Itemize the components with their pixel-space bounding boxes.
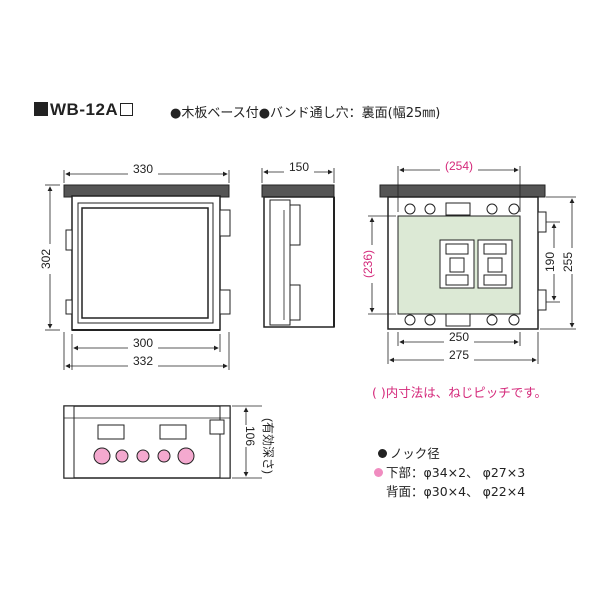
empty-square-icon — [120, 103, 134, 116]
front-width-label: 330 — [133, 162, 153, 176]
knock-bottom-values: φ34×2、 φ27×3 — [423, 465, 526, 480]
base-bottom-outer-label: 275 — [449, 348, 469, 362]
front-outer-width-label: 332 — [133, 354, 153, 368]
base-view — [379, 184, 547, 330]
knock-bottom-label: 下部： — [386, 465, 424, 480]
front-dimensions: 330 302 300 332 — [39, 162, 230, 370]
base-right-inner-label: 190 — [543, 252, 557, 272]
bottom-view — [63, 405, 231, 479]
knock-back-values: φ30×4、 φ22×4 — [423, 484, 526, 499]
base-right-outer-label: 255 — [561, 252, 575, 272]
front-height-label: 302 — [39, 249, 53, 269]
knock-back-row: 背面：φ30×4、 φ22×4 — [386, 481, 525, 500]
knockout-holes — [93, 447, 195, 465]
bottom-dimensions: 106 (有効深さ) — [232, 405, 276, 479]
model-number: WB-12A — [50, 100, 119, 119]
front-inner-width-label: 300 — [133, 336, 153, 350]
base-dimensions: (254) (236) 190 255 250 275 — [361, 159, 580, 364]
feature-list: ●木板ベース付●バンド通し穴：裏面(幅25㎜) — [170, 106, 441, 121]
knock-heading: ノック径 — [378, 443, 440, 462]
side-depth-label: 150 — [289, 160, 309, 174]
side-view — [261, 184, 335, 328]
bottom-depth-note: (有効深さ) — [261, 418, 276, 474]
knock-bottom-row: 下部：φ34×2、 φ27×3 — [374, 462, 525, 481]
bottom-depth-label: 106 — [243, 426, 257, 446]
base-top-label: (254) — [445, 159, 473, 173]
model-title: WB-12A — [34, 100, 134, 120]
breaker-right — [477, 239, 513, 289]
filled-square-icon — [34, 102, 48, 116]
bullet-icon — [378, 449, 387, 458]
breaker-left — [439, 239, 475, 289]
pitch-note: ( )内寸法は、ねじピッチです。 — [372, 385, 547, 400]
base-left-label: (236) — [361, 250, 375, 278]
base-bottom-inner-label: 250 — [449, 330, 469, 344]
side-dimensions: 150 — [261, 160, 335, 183]
knock-back-label: 背面： — [386, 484, 424, 499]
pink-bullet-icon — [374, 468, 383, 477]
front-view — [63, 184, 231, 331]
